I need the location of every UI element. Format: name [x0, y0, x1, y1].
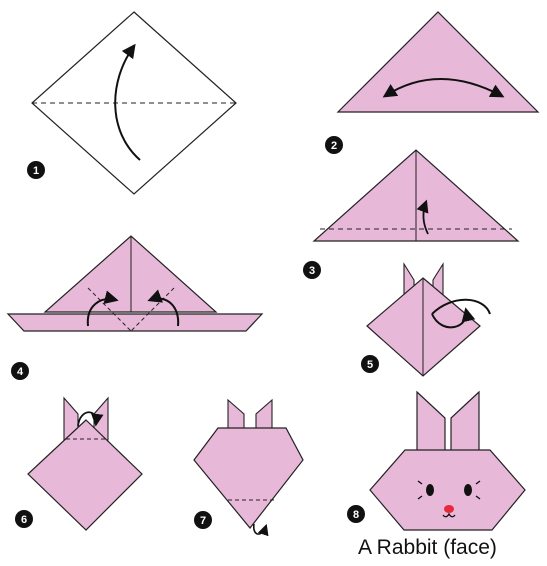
fold-line-dashed — [130, 287, 175, 332]
fold-back-arrow — [77, 411, 104, 427]
mouth — [442, 512, 456, 518]
fold-arrow-left — [86, 290, 119, 327]
folded-strip — [6, 313, 264, 332]
step-number: 1 — [33, 165, 39, 177]
step-8-diagram — [369, 390, 526, 531]
step-6-badge: 6 — [15, 510, 33, 528]
fold-line-dashed — [87, 287, 132, 332]
step-number: 8 — [353, 509, 359, 521]
step-1-badge: 1 — [27, 161, 45, 179]
step-number: 6 — [21, 514, 27, 526]
step-number: 4 — [17, 366, 24, 378]
step-6-diagram — [27, 396, 143, 531]
step-5-diagram — [366, 262, 491, 377]
step-number: 5 — [367, 359, 373, 371]
fold-arrow-right — [147, 289, 180, 327]
step-5-badge: 5 — [361, 355, 379, 373]
fold-back-arrow — [252, 523, 269, 537]
step-2-diagram — [336, 11, 540, 113]
right-ear — [450, 390, 480, 453]
left-ear — [416, 390, 446, 453]
step-4-diagram — [6, 235, 264, 332]
triangle-paper — [336, 11, 540, 113]
turn-over-arrow — [431, 300, 491, 329]
step-number: 7 — [200, 515, 206, 527]
step-1-diagram — [31, 11, 237, 195]
step-4-badge: 4 — [11, 362, 29, 380]
step-7-badge: 7 — [194, 511, 212, 529]
nose — [444, 505, 454, 513]
step-2-badge: 2 — [325, 136, 343, 154]
head-paper — [369, 449, 526, 531]
right-cheek-mark — [475, 480, 481, 500]
fold-arrow — [114, 43, 141, 161]
fold-arrow — [416, 199, 429, 235]
left-cheek-mark — [417, 480, 423, 500]
step-3-badge: 3 — [303, 261, 321, 279]
step-number: 3 — [309, 265, 315, 277]
head-paper — [193, 427, 304, 529]
step-number: 2 — [331, 140, 337, 152]
double-arrow — [382, 78, 505, 98]
step-3-diagram — [312, 149, 520, 242]
caption-title: A Rabbit (face) — [358, 536, 497, 559]
step-7-diagram — [193, 398, 304, 537]
left-eye — [426, 484, 434, 496]
step-8-badge: 8 — [347, 505, 365, 523]
right-eye — [464, 484, 472, 496]
head-paper — [27, 419, 143, 531]
